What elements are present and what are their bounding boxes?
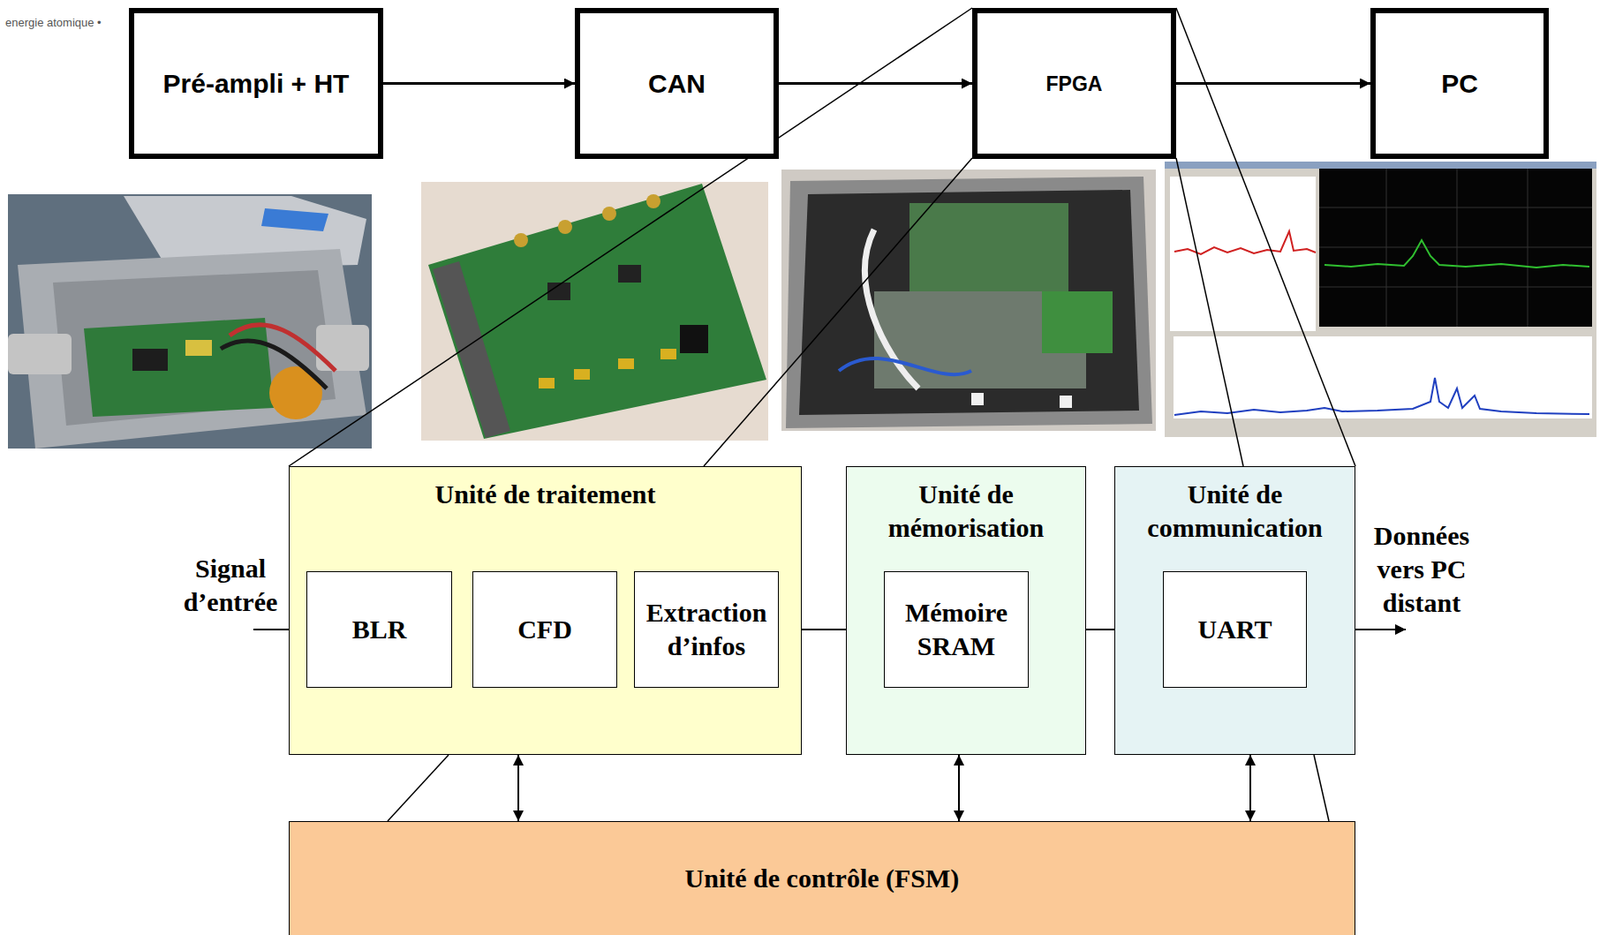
- signal-label: Signal d’entrée: [175, 551, 286, 619]
- watermark-text: energie atomique •: [5, 15, 102, 31]
- box-label: PC: [1441, 67, 1479, 100]
- adc-board-photo: [421, 181, 769, 441]
- fpga-enclosure-photo: [781, 169, 1156, 431]
- block-box: UART: [1162, 571, 1307, 688]
- box-label: Pré-ampli + HT: [163, 67, 350, 100]
- process-box: FPGA: [972, 7, 1177, 159]
- process-box: Pré-ampli + HT: [128, 7, 384, 159]
- process-box: CAN: [574, 7, 779, 159]
- connector-arrow: [778, 82, 973, 85]
- unit-heading: Unité de communication: [1120, 477, 1350, 545]
- connector-arrow: [517, 754, 520, 822]
- connector-arrow: [958, 754, 960, 822]
- box-label: UART: [1198, 612, 1273, 647]
- connector-arrow: [1176, 82, 1371, 85]
- preamp-photo: [7, 194, 372, 449]
- process-box: PC: [1370, 7, 1549, 159]
- box-label: Unité de contrôle (FSM): [685, 861, 960, 896]
- box-label: CFD: [517, 612, 573, 647]
- unit-panel: Unité de mémorisationMémoire SRAM: [845, 466, 1087, 755]
- box-label: FPGA: [1046, 71, 1103, 97]
- box-label: Mémoire SRAM: [888, 596, 1025, 664]
- block-box: Extraction d’infos: [633, 571, 779, 688]
- unit-heading: Unité de traitement: [294, 477, 796, 512]
- zoom-lines: [288, 7, 1356, 822]
- block-box: BLR: [306, 571, 453, 688]
- unit-heading: Unité de mémorisation: [852, 477, 1080, 545]
- block-box: CFD: [472, 571, 618, 688]
- signal-label: Données vers PC distant: [1364, 519, 1480, 620]
- unit-panel: Unité de communicationUART: [1114, 466, 1356, 755]
- block-box: Mémoire SRAM: [883, 571, 1029, 688]
- connector-arrow: [1249, 754, 1252, 822]
- unit-panel: Unité de traitementBLR CFD Extraction d’in…: [288, 466, 802, 755]
- connector-arrow: [383, 82, 575, 85]
- box-label: CAN: [648, 67, 706, 100]
- software-screenshot: [1164, 161, 1597, 438]
- box-label: Extraction d’infos: [638, 596, 775, 664]
- control-panel: Unité de contrôle (FSM): [288, 821, 1356, 935]
- box-label: BLR: [352, 612, 408, 647]
